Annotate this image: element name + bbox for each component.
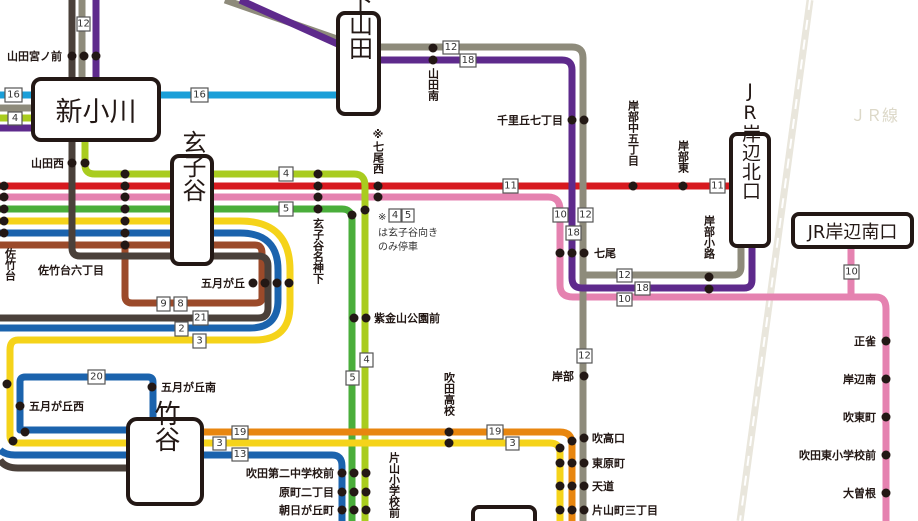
svg-text:新小川: 新小川 <box>56 97 137 128</box>
svg-text:21: 21 <box>194 313 207 324</box>
svg-text:16: 16 <box>7 90 20 101</box>
terminal-jr-kishibe-south[interactable]: JR岸辺南口 <box>791 212 914 249</box>
route-2-blue-south <box>0 447 130 459</box>
stop-kishibe: 岸部 <box>552 369 574 383</box>
svg-text:竹谷: 竹谷 <box>150 400 180 452</box>
svg-text:10: 10 <box>618 294 631 305</box>
svg-text:11: 11 <box>504 181 517 192</box>
svg-text:JR岸辺北口: JR岸辺北口 <box>739 80 761 200</box>
route-2-blue <box>0 229 282 332</box>
svg-text:18: 18 <box>462 55 475 66</box>
terminal-shinogawa[interactable]: 新小川 <box>31 77 161 142</box>
svg-text:3: 3 <box>196 336 202 347</box>
jr-line-dash <box>739 0 811 521</box>
route-13-blue <box>200 451 346 521</box>
stop-suitako-guchi: 吹高口 <box>592 431 625 445</box>
route-21-dark <box>0 0 272 322</box>
stop-yamada-minami: 山田南 <box>427 67 440 102</box>
stop-higashiharacho: 東原町 <box>592 456 625 470</box>
svg-text:19: 19 <box>234 427 247 438</box>
terminal-genshidani[interactable]: 玄子谷 <box>170 130 214 266</box>
terminal-shimoyamada[interactable]: 下山田 <box>336 0 381 116</box>
stop-suita-higashi-sho: 吹田東小学校前 <box>799 448 876 462</box>
svg-text:19: 19 <box>489 427 502 438</box>
stop-kishibe-minami: 岸辺南 <box>843 372 876 386</box>
note-4-5: ※ 4 5 は玄子谷向き のみ停車 <box>378 208 438 253</box>
svg-text:は玄子谷向き: は玄子谷向き <box>378 226 438 239</box>
route-tags: 12 12 18 16 16 4 4 5 5 4 11 11 10 12 18 … <box>4 16 860 462</box>
route-18-purple <box>92 0 756 292</box>
stop-shikinzan: 紫金山公園前 <box>374 311 440 325</box>
svg-text:3: 3 <box>216 438 222 449</box>
stop-yamada-nishi: 山田西 <box>31 156 64 170</box>
svg-text:18: 18 <box>636 283 649 294</box>
route-dark-south <box>0 457 130 472</box>
stop-satsukigaoka: 五月が丘 <box>201 276 245 290</box>
stop-suita-2chu: 吹田第二中学校前 <box>246 466 334 480</box>
svg-text:5: 5 <box>405 210 411 221</box>
route-10-pink <box>0 193 890 521</box>
svg-text:※: ※ <box>378 212 386 223</box>
svg-text:13: 13 <box>234 449 247 460</box>
stop-nanao: 七尾 <box>594 246 616 260</box>
stop-kishibe-higashi: 岸部東 <box>677 139 690 174</box>
svg-text:10: 10 <box>845 267 858 278</box>
terminal-takedani[interactable]: 竹谷 <box>126 400 204 506</box>
stop-kishibe-koji: 岸部小路 <box>703 214 717 260</box>
stop-katayama-sho: 片山小学校前 <box>388 451 402 519</box>
svg-text:4: 4 <box>363 355 369 366</box>
svg-text:18: 18 <box>567 228 580 239</box>
svg-text:10: 10 <box>554 210 567 221</box>
route-20-blue-loop <box>16 373 157 434</box>
svg-text:4: 4 <box>12 113 18 124</box>
route-12-gray-north <box>583 245 745 279</box>
terminal-partial-bottom <box>471 505 537 521</box>
stop-haramachi-2: 原町二丁目 <box>279 486 334 499</box>
stop-senrioka-7: 千里丘七丁目 <box>497 113 563 127</box>
route-4-lime <box>81 140 369 521</box>
svg-text:12: 12 <box>618 270 631 281</box>
terminal-jr-kishibe-north[interactable]: JR岸辺北口 <box>729 80 771 248</box>
svg-text:16: 16 <box>193 90 206 101</box>
svg-text:2: 2 <box>178 324 184 335</box>
svg-text:のみ停車: のみ停車 <box>378 240 418 253</box>
svg-text:8: 8 <box>177 299 183 310</box>
stop-kishibe-naka-5: 岸部中五丁目 <box>627 99 640 167</box>
jr-line-label: ＪＲ線 <box>850 106 898 125</box>
stop-yamada-miyanomae: 山田宮ノ前 <box>7 49 62 63</box>
route-8-9-brown <box>0 241 266 307</box>
stop-markers <box>0 43 891 515</box>
svg-text:12: 12 <box>445 42 458 53</box>
stop-suito: 吹東町 <box>843 410 876 424</box>
stop-asahigaoka: 朝日が丘町 <box>279 503 334 517</box>
stop-tendo: 天道 <box>592 479 614 493</box>
stop-katayamacho-3: 片山町三丁目 <box>592 503 658 517</box>
svg-text:下山田: 下山田 <box>345 0 373 60</box>
svg-text:3: 3 <box>509 438 515 449</box>
stop-genshidani-nagamishita: 玄子谷名神下 <box>312 217 325 285</box>
svg-text:4: 4 <box>283 169 289 180</box>
stop-satsukigaoka-nishi: 五月が丘西 <box>29 399 84 413</box>
svg-text:12: 12 <box>578 351 591 362</box>
svg-text:4: 4 <box>392 210 398 221</box>
stop-shojaku: 正雀 <box>854 334 876 348</box>
stop-suita-koko: 吹田高校 <box>443 371 456 417</box>
svg-text:JR岸辺南口: JR岸辺南口 <box>807 222 898 243</box>
svg-text:12: 12 <box>77 19 90 30</box>
stop-satsukigaoka-minami: 五月が丘南 <box>161 380 216 394</box>
svg-text:5: 5 <box>349 373 355 384</box>
stop-nanao-nishi: ※七尾西 <box>372 128 386 175</box>
stop-osone: 大曽根 <box>843 486 877 500</box>
svg-text:12: 12 <box>579 210 592 221</box>
stop-satakedai: 佐竹台 <box>4 247 18 282</box>
svg-text:玄子谷: 玄子谷 <box>178 130 206 202</box>
stop-satakedai-6: 佐竹台六丁目 <box>37 263 104 277</box>
svg-text:9: 9 <box>160 299 166 310</box>
svg-text:11: 11 <box>711 181 724 192</box>
svg-text:20: 20 <box>90 372 103 383</box>
svg-text:5: 5 <box>283 204 289 215</box>
